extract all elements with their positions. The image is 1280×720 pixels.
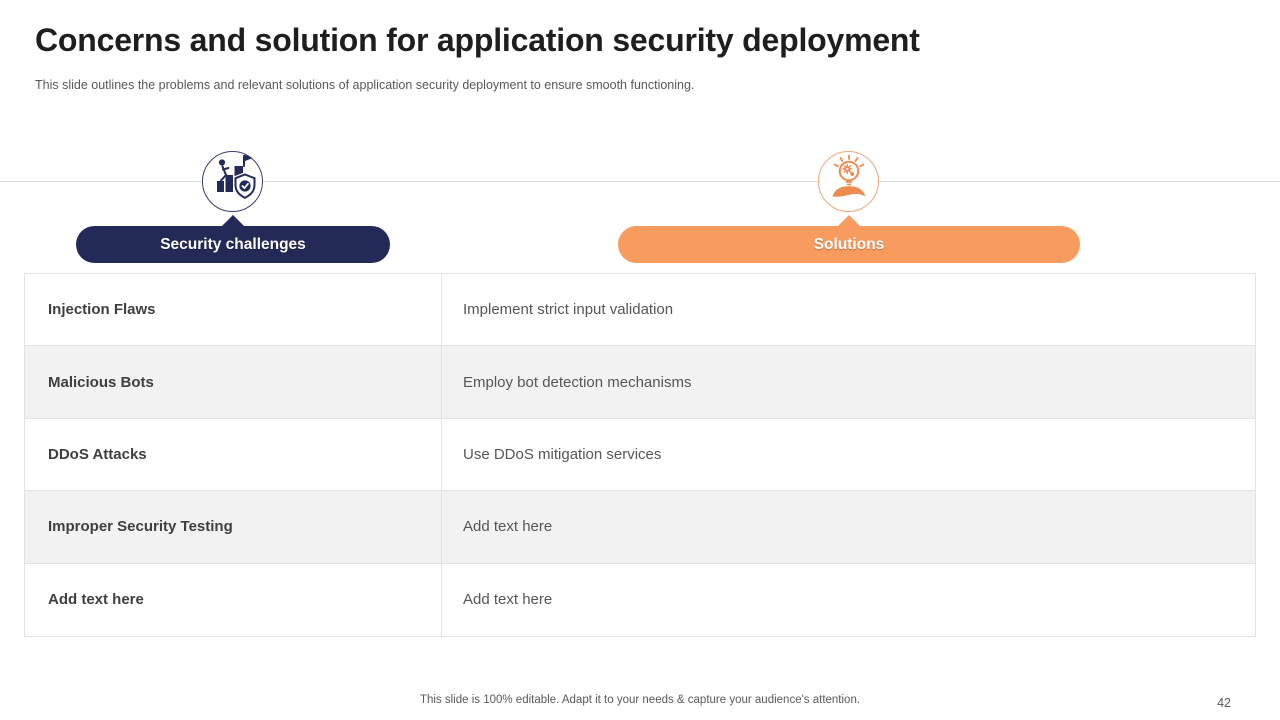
table-row: Improper Security Testing Add text here <box>25 491 1255 564</box>
hand-holding-lightbulb-icon <box>819 149 879 214</box>
footer-note: This slide is 100% editable. Adapt it to… <box>419 694 861 706</box>
challenge-cell[interactable]: Malicious Bots <box>25 346 442 418</box>
table-row: Add text here Add text here <box>25 563 1255 636</box>
solution-cell[interactable]: Add text here <box>463 591 553 609</box>
horizontal-divider <box>0 181 1280 182</box>
challenge-cell[interactable]: DDoS Attacks <box>25 418 442 491</box>
challenges-solutions-table: Injection Flaws Implement strict input v… <box>24 273 1256 637</box>
page-title: Concerns and solution for application se… <box>35 22 920 58</box>
challenges-pill-pointer <box>221 215 245 227</box>
solutions-pill-pointer <box>837 215 861 227</box>
page-subtitle: This slide outlines the problems and rel… <box>35 78 695 92</box>
page-number: 42 <box>1217 696 1231 710</box>
solutions-icon-badge <box>818 151 879 212</box>
challenge-cell[interactable]: Improper Security Testing <box>25 491 442 563</box>
challenge-cell[interactable]: Injection Flaws <box>25 274 442 346</box>
security-challenges-icon-badge <box>202 151 263 212</box>
climbing-growth-shield-icon <box>203 149 263 214</box>
solution-cell[interactable]: Add text here <box>463 518 553 536</box>
table-row: DDoS Attacks Use DDoS mitigation service… <box>25 418 1255 492</box>
table-row: Malicious Bots Employ bot detection mech… <box>25 346 1255 419</box>
security-challenges-header: Security challenges <box>76 226 390 263</box>
security-challenges-label: Security challenges <box>160 235 306 253</box>
solutions-header: Solutions <box>618 226 1080 263</box>
solution-cell[interactable]: Employ bot detection mechanisms <box>463 373 692 391</box>
table-row: Injection Flaws Implement strict input v… <box>25 274 1255 347</box>
solution-cell[interactable]: Use DDoS mitigation services <box>463 445 662 463</box>
challenge-cell[interactable]: Add text here <box>25 563 442 636</box>
solutions-label: Solutions <box>813 235 885 253</box>
solution-cell[interactable]: Implement strict input validation <box>463 301 674 319</box>
